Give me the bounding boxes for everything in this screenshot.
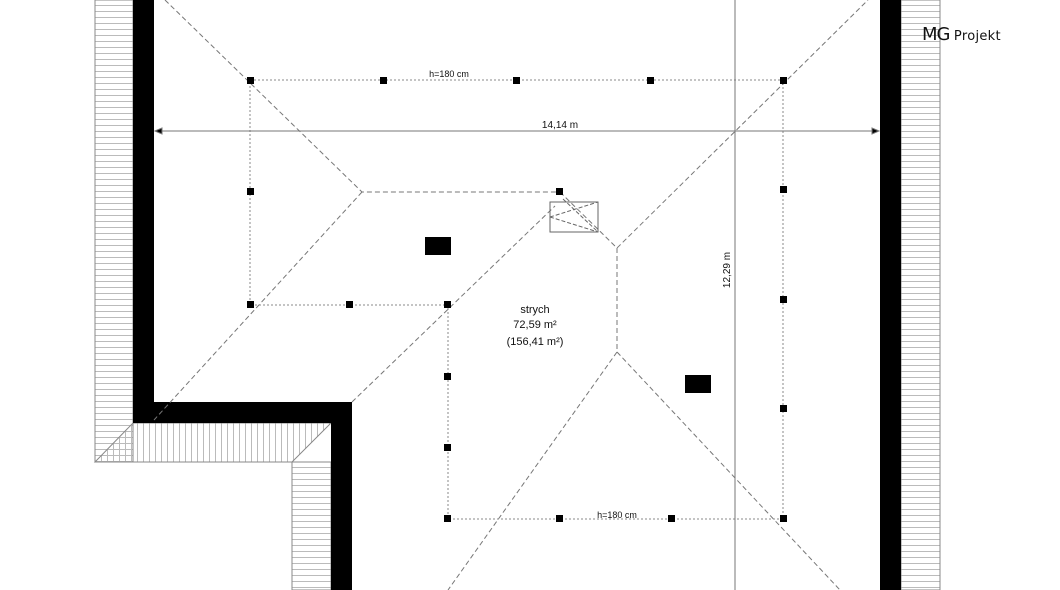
height-markers <box>247 77 787 522</box>
width-dimension: 14,14 m <box>542 120 578 131</box>
chimney <box>425 237 451 255</box>
roof-eaves <box>93 0 941 590</box>
dimension-lines <box>153 0 881 590</box>
room-name: strych <box>520 304 549 316</box>
height-line-label-bottom: h=180 cm <box>597 510 637 520</box>
roof-hatch <box>549 198 599 233</box>
logo: MG Projekt <box>922 24 1001 45</box>
height-line-label-top: h=180 cm <box>429 69 469 79</box>
depth-dimension: 12,29 m <box>722 252 733 288</box>
walls <box>133 0 901 590</box>
roof-ridge-lines <box>153 0 869 590</box>
room-area: 72,59 m² <box>513 319 557 331</box>
logo-name: Projekt <box>953 29 1001 44</box>
chimney <box>685 375 711 393</box>
room-area-total: (156,41 m²) <box>507 336 564 348</box>
height-180-lines <box>249 79 784 520</box>
logo-brand: MG <box>922 24 951 45</box>
